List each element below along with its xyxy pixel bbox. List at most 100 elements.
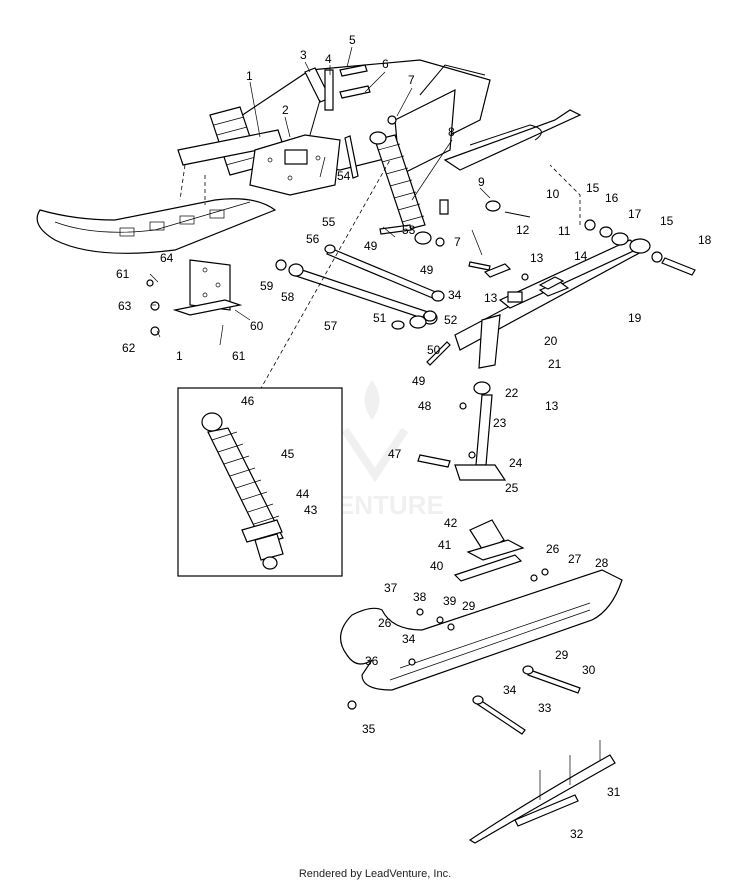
callout-52: 52 <box>444 313 458 327</box>
callout-61: 61 <box>116 267 130 281</box>
bracket-64 <box>146 259 243 336</box>
callout-55: 55 <box>322 215 336 229</box>
callout-41: 41 <box>438 538 452 552</box>
callout-25: 25 <box>505 481 519 495</box>
bolt-54 <box>344 135 359 179</box>
fasteners-50-52 <box>391 310 437 330</box>
callout-29: 29 <box>462 599 476 613</box>
callout-12: 12 <box>516 223 530 237</box>
callout-17: 17 <box>628 207 642 221</box>
callout-16: 16 <box>605 191 619 205</box>
callout-54: 54 <box>337 169 351 183</box>
callout-42: 42 <box>444 516 458 530</box>
callout-21: 21 <box>548 357 562 371</box>
callout-45: 45 <box>281 447 295 461</box>
callout-7: 7 <box>408 73 415 87</box>
shock-detail-box <box>177 387 343 577</box>
callout-13: 13 <box>530 251 544 265</box>
callout-32: 32 <box>570 827 584 841</box>
callout-9: 9 <box>478 175 485 189</box>
callout-10: 10 <box>546 187 560 201</box>
callout-59: 59 <box>260 279 274 293</box>
fastener-group-upper-right <box>387 115 531 247</box>
callout-49: 49 <box>364 239 378 253</box>
callout-3: 3 <box>300 48 307 62</box>
callout-48: 48 <box>418 399 432 413</box>
callout-44: 44 <box>296 487 310 501</box>
callout-22: 22 <box>505 386 519 400</box>
leader-shock-detail <box>259 159 391 391</box>
leader-lines <box>149 46 491 346</box>
callout-13-mid: 13 <box>484 291 498 305</box>
callout-51: 51 <box>373 311 387 325</box>
ski-bolts <box>472 665 581 735</box>
callout-4: 4 <box>325 52 332 66</box>
tie-rod-upper <box>324 244 445 302</box>
callout-2: 2 <box>282 103 289 117</box>
tie-rod-lower <box>275 259 438 325</box>
callout-11: 11 <box>558 224 571 238</box>
callout-43: 43 <box>304 503 318 517</box>
callout-57: 57 <box>324 319 338 333</box>
callout-15-right: 15 <box>660 214 674 228</box>
callout-60: 60 <box>250 319 264 333</box>
footer-credit: Rendered by LeadVenture, Inc. <box>298 868 452 880</box>
bolt-assembly-upper <box>304 64 371 136</box>
callout-28: 28 <box>595 556 609 570</box>
callout-30: 30 <box>582 663 596 677</box>
ski <box>340 568 623 710</box>
shock-absorber-installed-right <box>369 131 432 245</box>
callout-38: 38 <box>413 590 427 604</box>
callout-35: 35 <box>362 722 376 736</box>
callout-40: 40 <box>430 559 444 573</box>
callout-labels: 1 1 2 3 4 5 6 7 7 8 9 10 11 12 13 13 13 … <box>116 33 712 841</box>
spindle-assembly <box>417 314 507 481</box>
callout-23: 23 <box>493 416 507 430</box>
callout-63: 63 <box>118 299 132 313</box>
callout-13-lower: 13 <box>545 399 559 413</box>
callout-61-lower: 61 <box>232 349 246 363</box>
callout-26-left: 26 <box>378 616 392 630</box>
shock-absorber-detail <box>201 412 284 570</box>
callout-50: 50 <box>427 343 441 357</box>
callout-1: 1 <box>246 69 253 83</box>
callout-36: 36 <box>365 654 379 668</box>
callout-53: 53 <box>402 223 416 237</box>
callout-5: 5 <box>349 33 356 47</box>
callout-8: 8 <box>448 125 455 139</box>
wear-bar <box>468 740 616 844</box>
callout-14: 14 <box>574 249 588 263</box>
ski-bracket-40-42 <box>453 519 525 582</box>
callout-29-right: 29 <box>555 648 569 662</box>
callout-24: 24 <box>509 456 523 470</box>
callout-31: 31 <box>607 785 621 799</box>
callout-39: 39 <box>443 594 457 608</box>
callout-58: 58 <box>281 290 295 304</box>
mounting-plate <box>249 134 341 196</box>
control-arm <box>454 238 651 351</box>
callout-56: 56 <box>306 232 320 246</box>
bushing-stack <box>549 164 696 276</box>
callout-6: 6 <box>382 57 389 71</box>
callout-34-upper: 34 <box>448 288 462 302</box>
callout-18: 18 <box>698 233 712 247</box>
callout-49-lower: 49 <box>412 374 426 388</box>
callout-27: 27 <box>568 552 582 566</box>
callout-62: 62 <box>122 341 136 355</box>
callout-33: 33 <box>538 701 552 715</box>
steering-arm-fasteners <box>379 224 565 366</box>
callout-64: 64 <box>160 251 174 265</box>
callout-34-lower: 34 <box>503 683 517 697</box>
callout-7-lower: 7 <box>454 235 461 249</box>
callout-20: 20 <box>544 334 558 348</box>
callout-26: 26 <box>546 542 560 556</box>
callout-15: 15 <box>586 181 600 195</box>
callout-46: 46 <box>241 394 255 408</box>
callout-34: 34 <box>402 632 416 646</box>
callout-47: 47 <box>388 447 402 461</box>
callout-1-lower: 1 <box>176 349 183 363</box>
callout-19: 19 <box>628 311 642 325</box>
callout-37: 37 <box>384 581 398 595</box>
callout-49-mid: 49 <box>420 263 434 277</box>
